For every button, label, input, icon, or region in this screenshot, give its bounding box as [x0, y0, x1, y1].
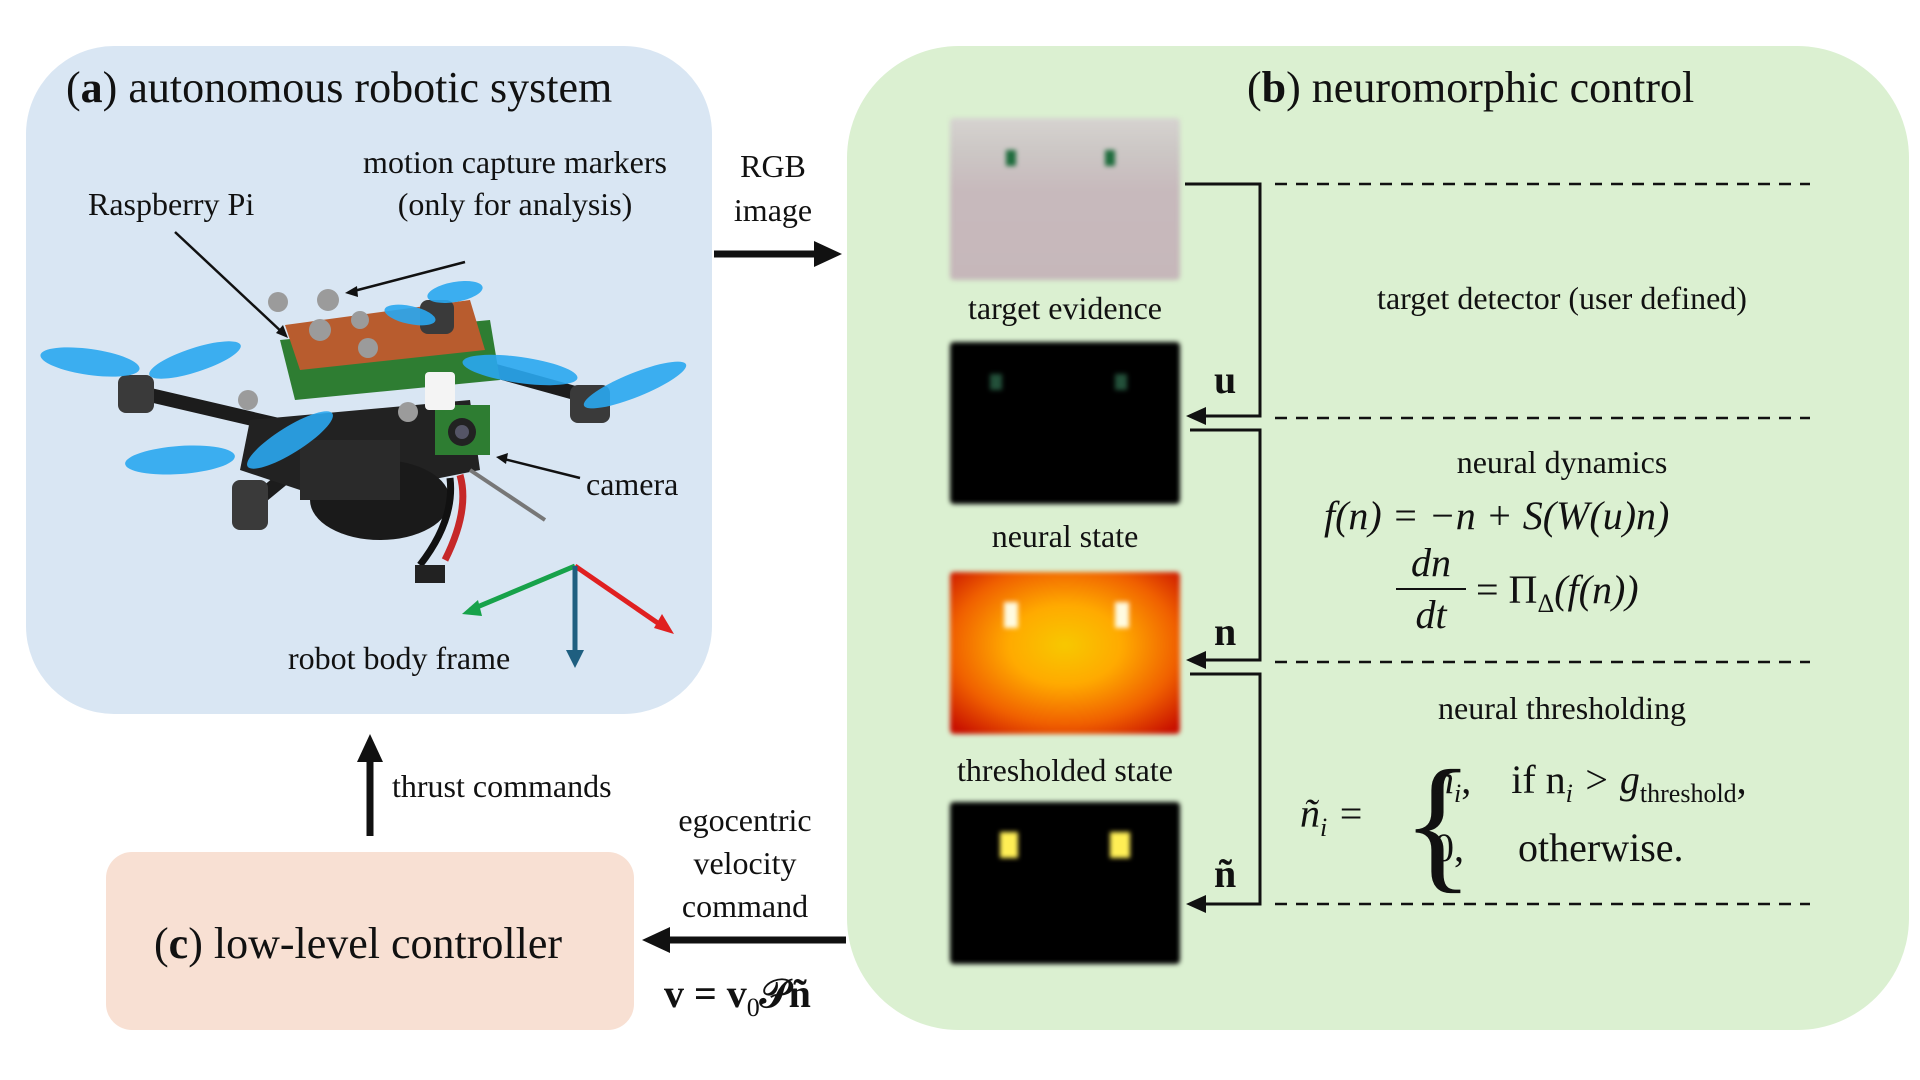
heatmap-peak-right: [1115, 602, 1129, 628]
egocentric-label-line1: egocentric: [678, 802, 812, 838]
thresholded-blob-right: [1110, 832, 1130, 858]
caption-thresholded-state: thresholded state: [957, 752, 1173, 788]
body-frame-label: robot body frame: [288, 640, 511, 676]
raspberry-pi-label: Raspberry Pi: [88, 186, 255, 222]
rgb-label-line2: image: [733, 192, 813, 228]
equation-projection: = ΠΔ(f(n)): [1476, 567, 1639, 618]
fraction-numerator: dn: [1411, 540, 1451, 585]
markers-label-line1: motion capture markers: [363, 144, 667, 180]
signal-u-label: u: [1214, 357, 1237, 402]
fraction-bar: [1396, 588, 1466, 590]
fraction-denominator: dt: [1415, 592, 1447, 637]
caption-neural-state: neural state: [991, 518, 1139, 554]
markers-label-line2: (only for analysis): [397, 186, 633, 222]
heatmap-peak-left: [1004, 602, 1018, 628]
target-evidence-image: [950, 118, 1180, 280]
input-blob-left: [990, 374, 1002, 390]
rgb-label-line1: RGB: [740, 148, 806, 184]
equation-threshold-lhs: ñi =: [1300, 791, 1365, 842]
velocity-equation: v = v0𝒫ñ: [664, 971, 811, 1022]
thrust-commands-label: thrust commands: [392, 768, 612, 804]
egocentric-label-line2: velocity: [693, 845, 797, 881]
equation-threshold-case1: ni, if ni > gthreshold,: [1434, 757, 1747, 808]
signal-n-tilde-label: ñ: [1214, 851, 1237, 896]
thresholded-state-image: [950, 802, 1180, 964]
stage-neural-dynamics: neural dynamics: [1456, 444, 1668, 480]
target-marker-left: [1006, 150, 1016, 166]
panel-a-title: (a) autonomous robotic system: [66, 63, 613, 112]
panel-c-title: (c) low-level controller: [154, 919, 563, 968]
panel-b-title: (b) neuromorphic control: [1247, 63, 1695, 112]
input-blob-right: [1115, 374, 1127, 390]
equation-threshold-case2: 0, otherwise.: [1434, 825, 1684, 870]
panel-low-level-controller: [106, 852, 634, 1030]
equation-dt-fraction: dn dt: [1396, 540, 1466, 638]
stage-target-detector: target detector (user defined): [1377, 280, 1747, 316]
stage-neural-thresholding: neural thresholding: [1438, 690, 1686, 726]
cases-brace: {: [1402, 740, 1474, 906]
signal-n-label: n: [1214, 609, 1237, 654]
caption-target-evidence: target evidence: [968, 290, 1162, 326]
camera-label: camera: [586, 466, 679, 502]
neural-state-heatmap: [950, 572, 1180, 734]
egocentric-label-line3: command: [681, 888, 809, 924]
target-marker-right: [1105, 150, 1115, 166]
thresholded-blob-left: [1000, 832, 1018, 858]
neural-state-input-image: [950, 342, 1180, 504]
equation-dynamics: f(n) = −n + S(W(u)n): [1324, 493, 1670, 538]
